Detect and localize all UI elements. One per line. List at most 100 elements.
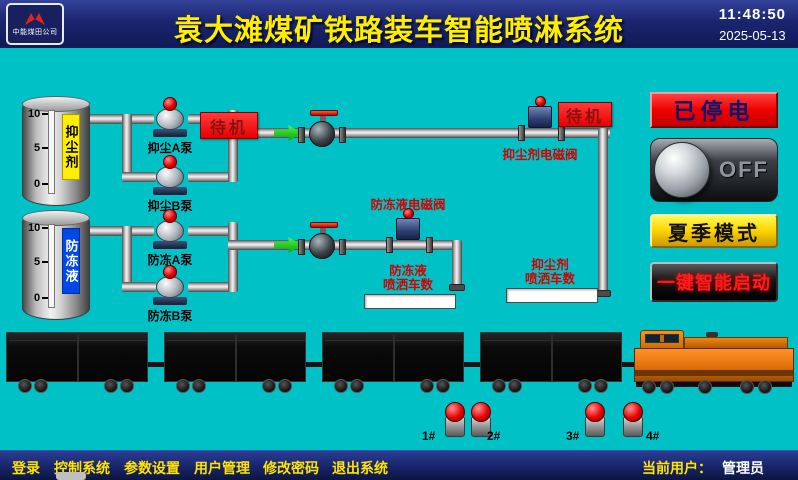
wheel [698,380,712,394]
spray-button-1[interactable] [444,402,466,438]
wheel [420,379,434,393]
pump-status-light [163,265,177,279]
pipe-anti-tank-out [86,226,154,236]
valve-standby-badge: 待机 [558,102,612,127]
tank-scale-10: 10 [28,108,41,120]
train-car-4 [480,332,622,394]
wheel [492,379,506,393]
wheel [508,379,522,393]
menu-exit[interactable]: 退出系统 [332,460,388,476]
wheel [18,379,32,393]
valve-handle [310,222,338,228]
car-body [6,332,148,382]
wheel [120,379,134,393]
coupler [622,362,636,367]
tank-scale-5: 5 [34,256,41,268]
antifreeze-counter-label: 防冻液 喷洒车数 [362,264,454,292]
pump-body [156,220,184,242]
pump-base [153,129,187,137]
tick [42,261,48,263]
menu-users[interactable]: 用户管理 [194,460,250,476]
page-title: 袁大滩煤矿铁路装车智能喷淋系统 [173,15,624,47]
pipe-anti-to-pump-b [122,282,156,292]
loco-horn [706,332,718,337]
switch-off-label: OFF [719,157,769,182]
season-mode-button[interactable]: 夏季模式 [650,214,778,248]
wheel [594,379,608,393]
platform-label-4: 4# [646,429,660,443]
tick [42,183,48,185]
spray-button-2[interactable] [470,402,492,438]
platform-label-3: 3# [566,429,580,443]
dust-counter-value [506,288,598,303]
logo-text: 中能煤田公司 [12,29,58,36]
pump-body [156,166,184,188]
pipe-dust-pump-b-out [188,172,234,182]
car-body [480,332,622,382]
train-car-2 [164,332,306,394]
power-toggle-switch[interactable]: OFF [650,138,778,202]
spray-button-4[interactable] [622,402,644,438]
pipe-dust-branch [122,114,132,180]
menu-login[interactable]: 登录 [12,460,40,476]
spray-button-3[interactable] [584,402,606,438]
dust-pump-a [150,97,190,137]
pipe-dust-tank-out [86,114,154,124]
dust-pump-b [150,155,190,195]
valve-stem [320,227,326,235]
pipe-dust-main [228,128,610,138]
platform-label-1: 1# [422,429,436,443]
current-user-name: 管理员 [722,460,764,476]
dust-pump-a-label: 抑尘A泵 [147,141,193,155]
pump-base [153,297,187,305]
red-button [623,402,643,422]
tick [42,297,48,299]
pipe-anti-join [228,222,238,292]
dust-solenoid-label: 抑尘剂电磁阀 [502,148,578,162]
power-status-button[interactable]: 已停电 [650,92,778,128]
pipe-anti-nozzle [449,284,465,291]
wheel [740,380,754,394]
loco-body [634,348,794,382]
pump-status-light [163,155,177,169]
tank-lid [22,96,90,112]
train-car-3 [322,332,464,394]
tank-scale-0: 0 [34,178,41,190]
dust-pump-b-label: 抑尘B泵 [147,199,193,213]
antifreeze-ball-valve [298,222,346,262]
wheel [192,379,206,393]
tick [42,147,48,149]
tank-scale-10: 10 [28,222,41,234]
valve-flange [339,239,346,255]
pipe-dust-join [228,110,238,182]
pipe-anti-drop [452,240,462,286]
tank-scale-5: 5 [34,142,41,154]
logo-emblem-icon [25,13,45,25]
valve-ball [309,121,335,147]
counter-line2: 喷洒车数 [382,278,433,292]
bottom-menu-bar: 登录 控制系统 参数设置 用户管理 修改密码 退出系统 当前用户： 管理员 [0,450,798,480]
antifreeze-solenoid-label: 防冻液电磁阀 [370,198,446,212]
antifreeze-pump-b [150,265,190,305]
pump-body [156,276,184,298]
menu-params[interactable]: 参数设置 [124,460,180,476]
pipe-flange [558,125,565,141]
wheel [642,380,656,394]
clock-date: 2025-05-13 [719,28,786,43]
antifreeze-pump-b-label: 防冻B泵 [147,309,193,323]
counter-line1: 防冻液 [389,264,427,278]
dust-counter-label: 抑尘剂 喷洒车数 [504,258,596,286]
datetime-panel: 11:48:50 2025-05-13 [719,6,786,43]
coupler [306,362,322,367]
pump-body [156,108,184,130]
antifreeze-counter-value [364,294,456,309]
switch-knob [654,142,710,198]
pipe-flange [518,125,525,141]
smart-start-button[interactable]: 一键智能启动 [650,262,778,302]
header: 袁大滩煤矿铁路装车智能喷淋系统 中能煤田公司 11:48:50 2025-05-… [0,0,798,48]
menu-password[interactable]: 修改密码 [263,460,319,476]
platform-label-2: 2# [487,429,501,443]
wheel [176,379,190,393]
pump-base [153,241,187,249]
